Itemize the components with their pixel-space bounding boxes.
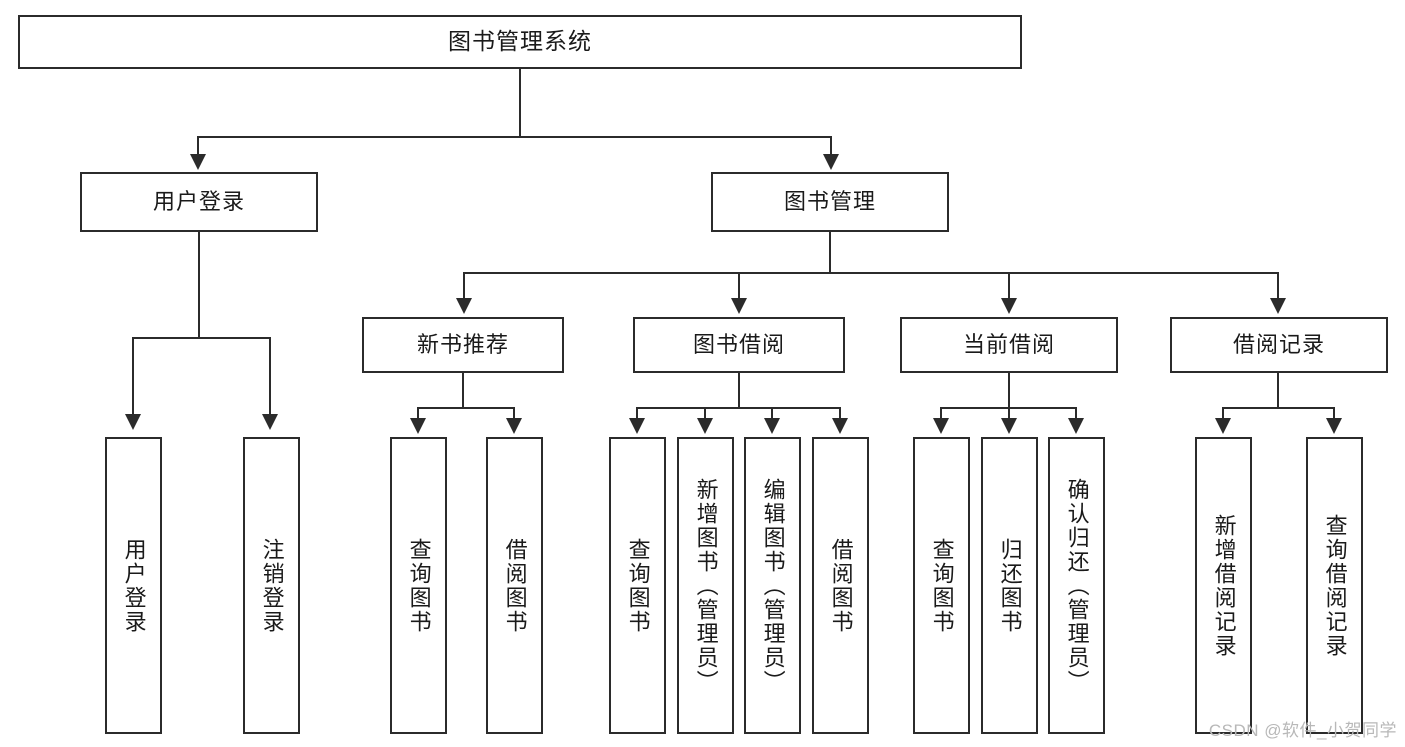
leaf-logout[interactable]: 注销登录 <box>243 437 300 734</box>
edge-current-borrow-drop-3 <box>1075 407 1077 421</box>
node-label: 新书推荐 <box>416 331 509 357</box>
edge-book-borrow-drop-4 <box>839 407 841 421</box>
edge-book-borrow-drop-3 <box>771 407 773 421</box>
leaf-add-book-admin[interactable]: 新增图书（管理员） <box>677 437 734 734</box>
arrow-book-borrow-leaf-2 <box>697 418 713 434</box>
arrow-book-borrow-leaf-4 <box>832 418 848 434</box>
leaf-confirm-return-admin[interactable]: 确认归还（管理员） <box>1048 437 1105 734</box>
node-label: 编辑图书（管理员） <box>760 477 786 694</box>
arrow-current-borrow-leaf-2 <box>1001 418 1017 434</box>
edge-to-current-borrow <box>1008 272 1010 302</box>
node-borrow-record[interactable]: 借阅记录 <box>1170 317 1388 373</box>
node-label: 当前借阅 <box>962 331 1055 357</box>
leaf-borrow-book-recommend[interactable]: 借阅图书 <box>486 437 543 734</box>
node-root-system[interactable]: 图书管理系统 <box>18 15 1022 69</box>
node-user-login[interactable]: 用户登录 <box>80 172 318 232</box>
edge-borrow-record-bar <box>1222 407 1335 409</box>
edge-new-book-drop-1 <box>417 407 419 421</box>
arrow-current-borrow-leaf-3 <box>1068 418 1084 434</box>
arrow-to-book-manage <box>823 154 839 170</box>
node-new-book-recommend[interactable]: 新书推荐 <box>362 317 564 373</box>
node-label: 用户登录 <box>121 537 147 634</box>
edge-to-new-book <box>463 272 465 302</box>
edge-user-login-drop-2 <box>269 337 271 417</box>
leaf-edit-book-admin[interactable]: 编辑图书（管理员） <box>744 437 801 734</box>
node-label: 新增借阅记录 <box>1211 513 1237 658</box>
edge-book-manage-stem <box>829 232 831 273</box>
node-label: 查询图书 <box>406 537 432 634</box>
edge-book-borrow-drop-1 <box>636 407 638 421</box>
edge-root-to-user-login <box>197 136 199 156</box>
node-book-manage[interactable]: 图书管理 <box>711 172 949 232</box>
edge-book-manage-bar <box>463 272 1279 274</box>
edge-user-login-drop-1 <box>132 337 134 417</box>
arrow-book-borrow-leaf-1 <box>629 418 645 434</box>
edge-borrow-record-drop-1 <box>1222 407 1224 421</box>
node-label: 借阅图书 <box>828 537 854 634</box>
edge-root-stem <box>519 69 521 137</box>
arrow-to-current-borrow <box>1001 298 1017 314</box>
arrow-to-user-login <box>190 154 206 170</box>
arrow-new-book-leaf-1 <box>410 418 426 434</box>
leaf-return-book[interactable]: 归还图书 <box>981 437 1038 734</box>
leaf-add-borrow-record[interactable]: 新增借阅记录 <box>1195 437 1252 734</box>
edge-borrow-record-drop-2 <box>1333 407 1335 421</box>
leaf-borrow-book[interactable]: 借阅图书 <box>812 437 869 734</box>
watermark-text: CSDN @软件_小贺同学 <box>1208 721 1397 740</box>
edge-book-borrow-bar <box>636 407 841 409</box>
edge-new-book-bar <box>417 407 515 409</box>
edge-user-login-stem <box>198 232 200 338</box>
node-label: 确认归还（管理员） <box>1064 477 1090 694</box>
leaf-user-login[interactable]: 用户登录 <box>105 437 162 734</box>
leaf-query-borrow-record[interactable]: 查询借阅记录 <box>1306 437 1363 734</box>
edge-current-borrow-stem <box>1008 373 1010 409</box>
node-label: 归还图书 <box>997 537 1023 634</box>
edge-current-borrow-drop-1 <box>940 407 942 421</box>
node-current-borrow[interactable]: 当前借阅 <box>900 317 1118 373</box>
arrow-to-user-login-leaf <box>125 414 141 430</box>
edge-new-book-stem <box>462 373 464 409</box>
arrow-new-book-leaf-2 <box>506 418 522 434</box>
arrow-borrow-record-leaf-1 <box>1215 418 1231 434</box>
node-label: 注销登录 <box>259 537 285 634</box>
node-book-borrow[interactable]: 图书借阅 <box>633 317 845 373</box>
leaf-query-book-current[interactable]: 查询图书 <box>913 437 970 734</box>
arrow-book-borrow-leaf-3 <box>764 418 780 434</box>
edge-book-borrow-drop-2 <box>704 407 706 421</box>
node-label: 图书管理 <box>783 188 876 214</box>
edge-to-book-borrow <box>738 272 740 302</box>
node-label: 图书管理系统 <box>448 28 592 55</box>
arrow-to-logout-leaf <box>262 414 278 430</box>
node-label: 用户登录 <box>152 188 245 214</box>
edge-new-book-drop-2 <box>513 407 515 421</box>
edge-book-borrow-stem <box>738 373 740 409</box>
arrow-to-new-book <box>456 298 472 314</box>
leaf-query-book-borrow[interactable]: 查询图书 <box>609 437 666 734</box>
edge-borrow-record-stem <box>1277 373 1279 409</box>
arrow-current-borrow-leaf-1 <box>933 418 949 434</box>
arrow-borrow-record-leaf-2 <box>1326 418 1342 434</box>
node-label: 查询图书 <box>625 537 651 634</box>
node-label: 图书借阅 <box>692 331 785 357</box>
edge-user-login-bar <box>132 337 269 339</box>
node-label: 借阅记录 <box>1232 331 1325 357</box>
edge-to-borrow-record <box>1277 272 1279 302</box>
edge-root-to-book-manage <box>830 136 832 156</box>
arrow-to-book-borrow <box>731 298 747 314</box>
node-label: 查询图书 <box>929 537 955 634</box>
arrow-to-borrow-record <box>1270 298 1286 314</box>
edge-current-borrow-drop-2 <box>1008 407 1010 421</box>
node-label: 新增图书（管理员） <box>693 477 719 694</box>
edge-root-bar <box>197 136 832 138</box>
leaf-query-book-recommend[interactable]: 查询图书 <box>390 437 447 734</box>
node-label: 查询借阅记录 <box>1322 513 1348 658</box>
node-label: 借阅图书 <box>502 537 528 634</box>
